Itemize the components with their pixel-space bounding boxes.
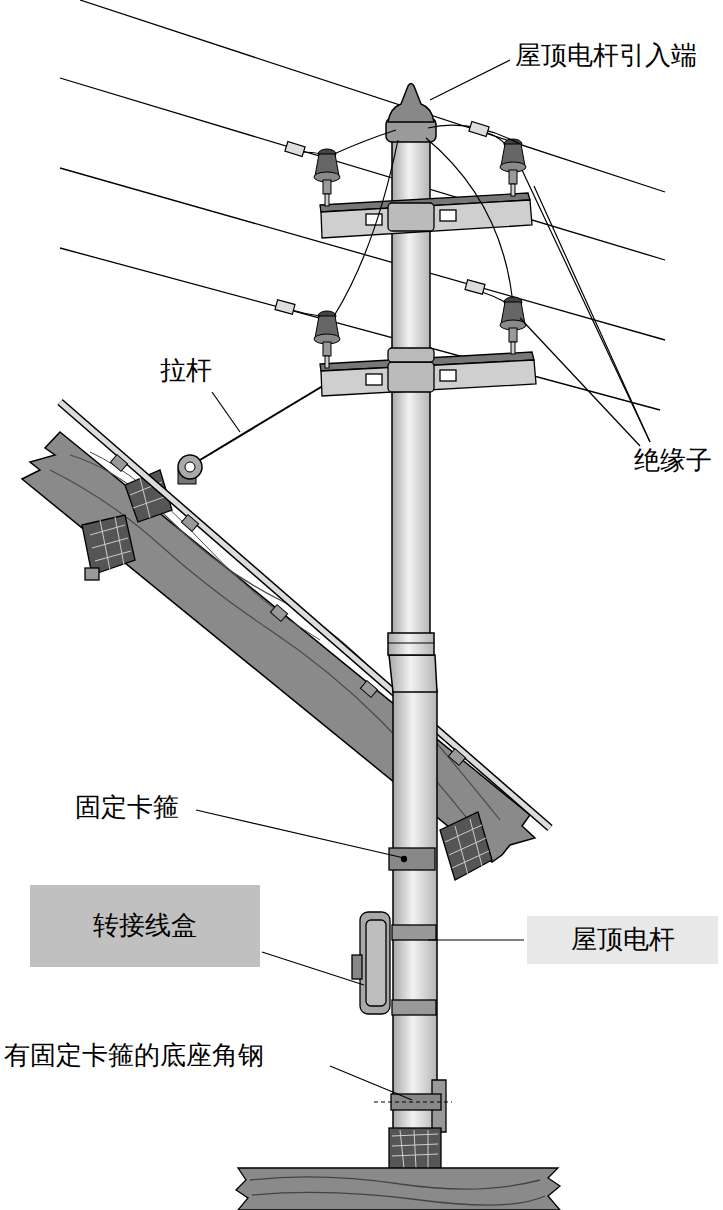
rafter-blocks-part: [85, 568, 99, 580]
wire-clamps-part: [469, 122, 489, 137]
pole-part: [389, 655, 437, 692]
crossarms-part: [388, 203, 434, 231]
base-angle-steel-part: [374, 1102, 452, 1103]
steel-rail-part: [60, 402, 550, 828]
overhead-wires-part: [60, 78, 665, 260]
part-label: 固定卡箍: [75, 792, 179, 823]
part-label: 绝缘子: [634, 445, 712, 476]
wire-clamps: [275, 122, 489, 315]
pole-part: [393, 690, 437, 1130]
pull-rod-part: [185, 462, 195, 472]
fixed-clamp-part: [389, 848, 435, 870]
leader-lines-part: [212, 392, 240, 432]
rafter-blocks-part: [90, 517, 131, 570]
leader-lines-part: [330, 1066, 412, 1100]
callout-box: 转接线盒: [30, 885, 260, 967]
base-angle-steel-part: [392, 1130, 438, 1168]
pole-part: [388, 84, 434, 123]
steel-rail-part: [270, 605, 287, 622]
insulators: [314, 139, 526, 368]
crossarms-part: [366, 374, 382, 385]
crossarms-part: [440, 210, 456, 221]
steel-rail-part: [110, 455, 127, 472]
insulators-part: [500, 139, 526, 196]
drop-wires-part: [292, 140, 398, 316]
leader-lines-part: [196, 810, 404, 858]
crossarms-part: [388, 348, 434, 362]
part-label: 有固定卡箍的底座角钢: [4, 1040, 264, 1071]
steel-rail-part: [360, 681, 377, 698]
leader-lines-part: [534, 186, 650, 442]
crossarms-part: [321, 200, 532, 238]
steel-rail-part: [448, 749, 465, 766]
roof-plank: [22, 432, 535, 862]
crossarms-part: [440, 370, 456, 381]
insulators-part: [314, 311, 340, 368]
leader-lines-part: [428, 939, 524, 940]
overhead-wires-part: [60, 168, 665, 340]
insulators-part: [500, 297, 526, 354]
rafter-blocks-part: [440, 812, 492, 880]
crossarms-part: [366, 214, 382, 225]
callout-text: 转接线盒: [93, 910, 197, 941]
junction-box-part: [366, 920, 386, 1006]
drop-wires-part: [300, 130, 396, 154]
insulators-part: [314, 149, 340, 206]
base-angle-steel: [374, 1080, 452, 1170]
pole-part: [388, 633, 434, 655]
steel-rail: [60, 402, 550, 828]
wire-clamps-part: [285, 142, 305, 157]
junction-box: [352, 912, 436, 1015]
junction-box-part: [352, 955, 362, 979]
part-label: 屋顶电杆引入端: [515, 40, 697, 71]
rafter-blocks-part: [445, 819, 489, 875]
floor-beam: [236, 1168, 560, 1210]
pole: [386, 84, 437, 1131]
leader-lines-part: [520, 318, 640, 446]
crossarms-part: [321, 360, 536, 396]
crossarms: [320, 193, 536, 396]
floor-beam-part: [236, 1168, 560, 1210]
drop-wires-part: [426, 138, 512, 302]
junction-box-part: [392, 925, 436, 940]
junction-box-part: [392, 1000, 436, 1015]
part-label: 拉杆: [160, 355, 212, 386]
junction-box-part: [360, 912, 390, 1014]
steel-rail-part: [60, 402, 550, 828]
drop-wires: [292, 125, 520, 316]
rafter-blocks-part: [82, 515, 135, 575]
overhead-wires-part: [80, 0, 665, 192]
roof-plank-part: [22, 432, 535, 862]
wire-clamps-part: [465, 280, 485, 294]
leader-lines-part: [430, 60, 510, 100]
base-angle-steel-part: [389, 1128, 441, 1170]
crossarms-part: [388, 362, 434, 392]
wire-clamps-part: [275, 300, 295, 314]
callout-text: 屋顶电杆: [571, 924, 675, 955]
pole-part: [388, 643, 434, 644]
leader-lines-part: [262, 952, 364, 985]
fixed-clamp: [389, 848, 435, 870]
steel-rail-part: [181, 515, 198, 532]
callout-box: 屋顶电杆: [527, 916, 718, 964]
floor-beam-part: [250, 1177, 545, 1205]
pull-rod-part: [178, 455, 202, 479]
leader-lines-part: [522, 170, 650, 442]
